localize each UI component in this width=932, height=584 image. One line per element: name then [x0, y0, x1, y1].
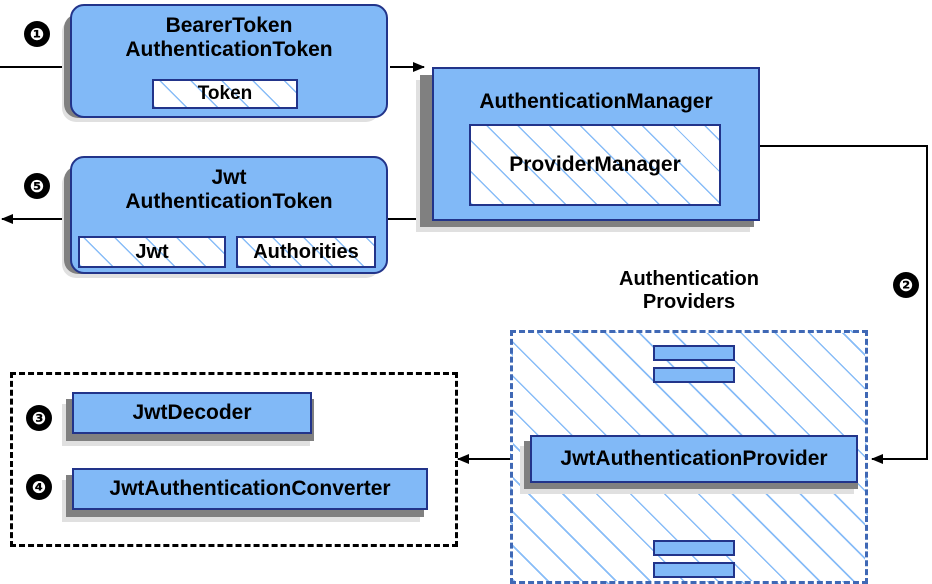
jwt-authentication-provider-node[interactable]: JwtAuthenticationProvider	[530, 435, 858, 483]
jwt-authentication-converter-node[interactable]: JwtAuthenticationConverter	[72, 468, 428, 510]
authentication-manager-title: AuthenticationManager	[434, 69, 758, 114]
step-badge-2-label: ❷	[898, 275, 914, 295]
step-badge-1: ❶	[24, 21, 50, 47]
step-badge-3: ❸	[26, 405, 52, 431]
jwt-decoder-node[interactable]: JwtDecoder	[72, 392, 312, 434]
jwt-decoder-title: JwtDecoder	[132, 401, 252, 425]
authentication-providers-label: Authentication Providers	[560, 268, 818, 314]
provider-slot-bar-bottom-1	[653, 540, 735, 556]
provider-slot-bar-top-1	[653, 345, 735, 361]
bearer-token-title-line1: BearerToken	[165, 14, 293, 37]
jwt-token-title-line2: AuthenticationToken	[125, 189, 333, 213]
step-badge-4-label: ❹	[31, 477, 47, 497]
step-badge-2: ❷	[893, 272, 919, 298]
step-badge-1-label: ❶	[29, 24, 45, 44]
jwt-token-inner-authorities: Authorities	[236, 236, 376, 268]
providers-label-line1: Authentication	[619, 268, 759, 290]
bearer-token-inner-token: Token	[152, 79, 298, 109]
step-badge-5-label: ❺	[29, 176, 45, 196]
bearer-token-title: BearerToken AuthenticationToken	[72, 6, 386, 62]
jwt-support-components-group	[10, 372, 458, 547]
jwt-token-inner-jwt: Jwt	[78, 236, 226, 268]
step-badge-5: ❺	[24, 173, 50, 199]
provider-slot-bar-top-2	[653, 367, 735, 383]
step-badge-4: ❹	[26, 474, 52, 500]
provider-manager-label: ProviderManager	[509, 153, 681, 176]
authentication-manager-title-text: AuthenticationManager	[479, 90, 713, 113]
bearer-token-inner-label: Token	[197, 83, 253, 104]
provider-slot-bar-bottom-2	[653, 562, 735, 578]
jwt-token-inner-jwt-label: Jwt	[135, 240, 169, 263]
jwt-provider-title: JwtAuthenticationProvider	[560, 447, 828, 471]
step-badge-3-label: ❸	[31, 408, 47, 428]
jwt-converter-title: JwtAuthenticationConverter	[109, 477, 391, 501]
providers-label-line2: Providers	[642, 291, 736, 314]
jwt-token-inner-authorities-label: Authorities	[253, 240, 359, 263]
provider-manager-inner: ProviderManager	[469, 124, 721, 206]
jwt-token-title: Jwt AuthenticationToken	[72, 158, 386, 214]
jwt-token-title-line1: Jwt	[211, 166, 247, 189]
bearer-token-title-line2: AuthenticationToken	[125, 37, 333, 61]
